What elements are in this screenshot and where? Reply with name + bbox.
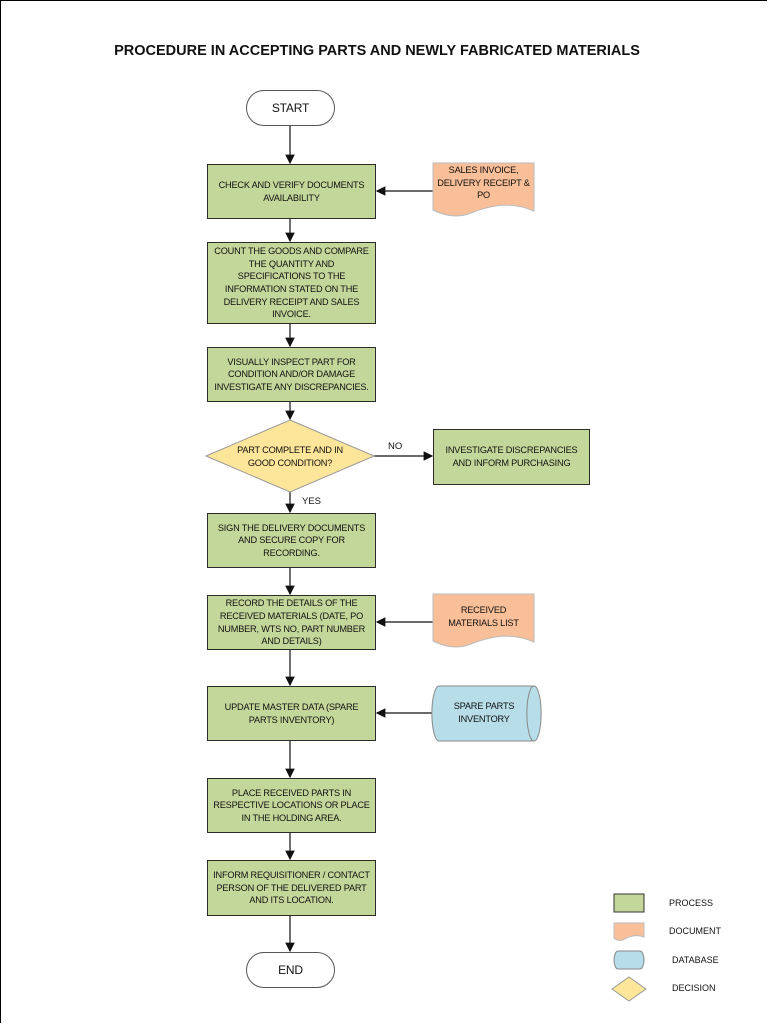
process-inform-requisitioner: INFORM REQUISITIONER / CONTACT PERSON OF… (207, 860, 376, 916)
legend-decision-label: DECISION (672, 983, 716, 993)
legend-process-swatch (613, 893, 645, 913)
edge-label-no: NO (388, 441, 403, 452)
end-terminal: END (246, 952, 335, 988)
decision-diamond (204, 419, 376, 493)
process-sign-documents: SIGN THE DELIVERY DOCUMENTS AND SECURE C… (207, 513, 376, 568)
process-count-goods: COUNT THE GOODS AND COMPARE THE QUANTITY… (207, 242, 376, 324)
database-inventory-label: SPARE PARTS INVENTORY (453, 701, 515, 724)
process-update-master-data: UPDATE MASTER DATA (SPARE PARTS INVENTOR… (207, 686, 376, 741)
decision-label: PART COMPLETE AND IN GOOD CONDITION? (237, 445, 343, 468)
process-check-documents: CHECK AND VERIFY DOCUMENTS AVAILABILITY (207, 164, 376, 219)
legend-database-swatch (613, 950, 645, 970)
document-received-label: RECEIVED MATERIALS LIST (448, 605, 519, 628)
process-record-details: RECORD THE DETAILS OF THE RECEIVED MATER… (207, 595, 376, 650)
document-invoice-label: SALES INVOICE, DELIVERY RECEIPT & PO (437, 165, 530, 201)
legend-database-label: DATABASE (672, 955, 719, 965)
process-inspect-part: VISUALLY INSPECT PART FOR CONDITION AND/… (207, 347, 376, 402)
process-investigate: INVESTIGATE DISCREPANCIES AND INFORM PUR… (433, 429, 590, 485)
document-shape-invoice (432, 162, 535, 217)
legend-process-label: PROCESS (669, 898, 714, 908)
start-terminal: START (246, 90, 335, 126)
page-title: PROCEDURE IN ACCEPTING PARTS AND NEWLY F… (114, 43, 640, 59)
process-place-parts: PLACE RECEIVED PARTS IN RESPECTIVE LOCAT… (207, 778, 376, 833)
legend-document-swatch (613, 922, 645, 941)
legend-document-label: DOCUMENT (669, 926, 721, 936)
document-shape-received (432, 593, 535, 648)
legend-decision-swatch (611, 976, 647, 1002)
edge-label-yes: YES (302, 496, 322, 507)
